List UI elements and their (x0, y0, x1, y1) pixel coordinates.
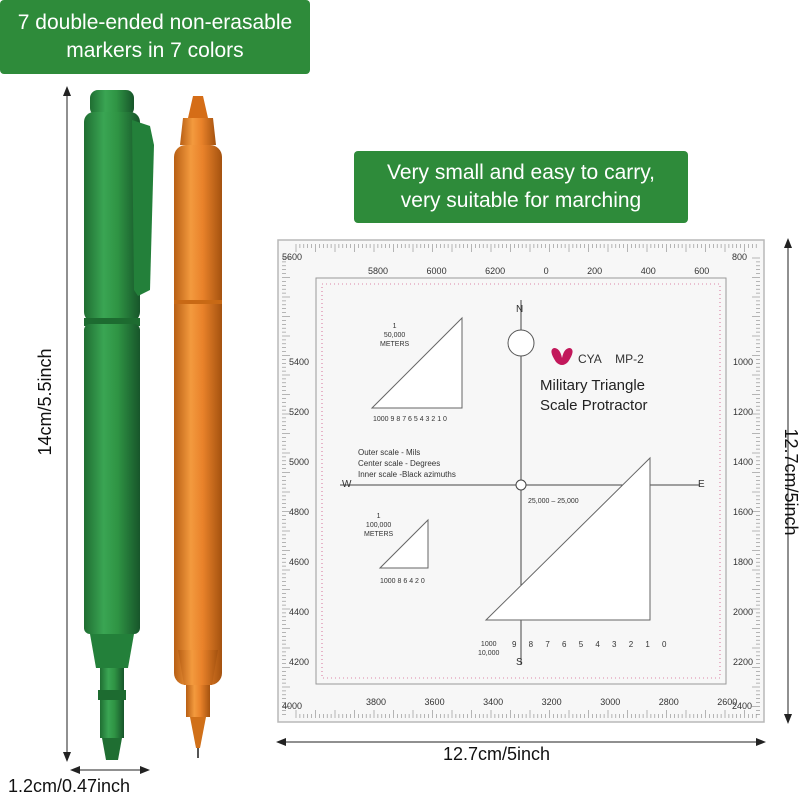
big-triangle-scale: 9 8 7 6 5 4 3 2 1 0 (512, 640, 672, 649)
bottom-mils-scale: 3800 3600 3400 3200 3000 2800 2600 (366, 697, 738, 707)
pen-width-dimension (70, 766, 150, 774)
small-triangle-scale: 1000 9 8 7 6 5 4 3 2 1 0 (373, 416, 447, 423)
corner-bottom-right: 2400 (732, 701, 753, 711)
scale-1000-label: 1000 10,000 (478, 641, 500, 657)
carry-banner: Very small and easy to carry, very suita… (354, 151, 688, 223)
note-center: Center scale - Degrees (358, 459, 441, 468)
brand-label: CYA MP-2 (578, 352, 644, 366)
scale-25000-label: 25,000 – 25,000 (528, 498, 579, 505)
protractor-height-label: 12.7cm/5inch (781, 428, 800, 536)
title-line2: Scale Protractor (540, 397, 648, 414)
pen-height-label: 14cm/5.5inch (35, 348, 55, 456)
right-mils-scale: 1000 1200 1400 1600 1800 2000 2200 (732, 357, 754, 667)
note-inner: Inner scale -Black azimuths (358, 470, 456, 479)
top-mils-scale: 5800 6000 6200 0 200 400 600 (368, 266, 710, 276)
protractor-height-dimension (784, 238, 792, 724)
corner-bottom-left: 4000 (282, 701, 303, 711)
pen-width-label: 1.2cm/0.47inch (8, 776, 131, 796)
protractor-width-dimension (276, 738, 766, 746)
corner-top-left: 5600 (282, 252, 303, 262)
title-line1: Military Triangle (540, 377, 646, 394)
protractor-width-label: 12.7cm/5inch (443, 744, 551, 764)
green-marker (84, 90, 154, 760)
corner-top-right: 800 (732, 252, 748, 262)
scale-100000-label: 1 100,000 METERS (364, 513, 394, 538)
compass-south: S (516, 657, 523, 668)
protractor-title: Military Triangle Scale Protractor (540, 376, 648, 416)
scale-50000-label: 1 50,000 METERS (380, 323, 410, 348)
markers-banner-line2: markers in 7 colors (66, 39, 244, 62)
markers-banner-line1: 7 double-ended non-erasable (17, 11, 293, 34)
compass-east: E (698, 479, 705, 490)
carry-banner-line1: Very small and easy to carry, (386, 161, 656, 184)
compass-west: W (342, 479, 352, 490)
scale-notes: Outer scale - Mils Center scale - Degree… (358, 447, 456, 480)
left-mils-scale: 5400 5200 5000 4800 4600 4400 4200 (288, 357, 310, 667)
note-outer: Outer scale - Mils (358, 448, 421, 457)
orange-marker (174, 96, 222, 758)
protractor-ticks (282, 244, 760, 718)
markers-banner: 7 double-ended non-erasable markers in 7… (0, 0, 310, 74)
compass-north: N (516, 304, 524, 315)
protractor (277, 239, 765, 723)
pen-height-dimension (63, 86, 71, 762)
carry-banner-line2: very suitable for marching (400, 189, 642, 212)
tiny-triangle-scale: 1000 8 6 4 2 0 (380, 578, 425, 585)
